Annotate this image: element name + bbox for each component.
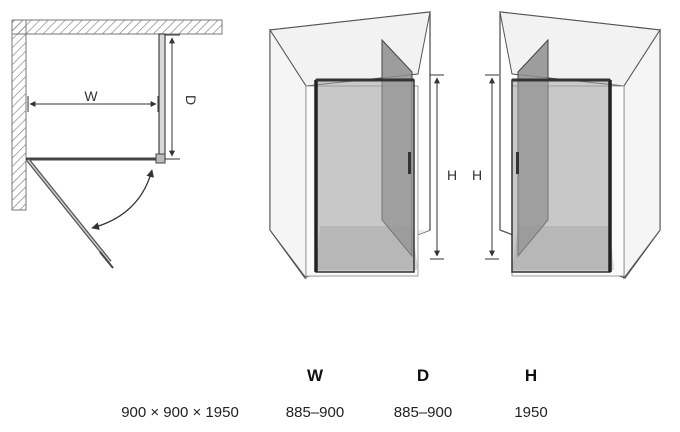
alcove-right-wall [623,28,661,280]
swing-arrow [91,169,154,230]
height-label-right: H [472,167,482,183]
table-header-h: H [524,366,538,385]
table-cell-size: 900 × 900 × 1950 [121,404,239,421]
depth-label: D [183,95,199,105]
left-elevation: H [269,11,457,280]
table-cell-d: 885–900 [393,404,453,421]
fixed-panel [158,33,166,161]
table-header-w: W [306,366,324,385]
top-wall [11,19,223,35]
plan-view: W D [11,19,223,269]
door-glass [315,79,415,273]
door-handle [516,152,519,174]
table-cell-h: 1950 [514,404,548,421]
door-handle [99,251,114,269]
door-handle [408,152,411,174]
door-glass [511,79,611,273]
right-elevation: H [472,11,661,280]
left-wall [11,19,27,211]
height-label-left: H [447,167,457,183]
corner-post [155,153,166,164]
table-header-d: D [416,366,430,385]
width-label: W [84,88,98,104]
table-cell-w: 885–900 [285,404,345,421]
open-door-glass [27,159,111,263]
